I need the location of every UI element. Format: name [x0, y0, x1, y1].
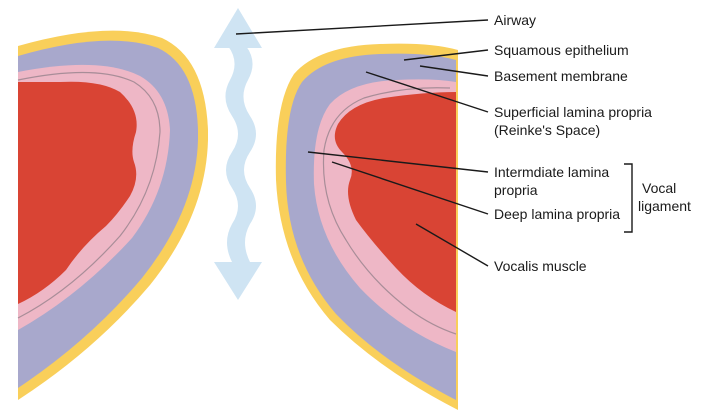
label-vocalis-muscle: Vocalis muscle — [494, 258, 587, 274]
left-vocalis-muscle — [18, 81, 137, 304]
label-superficial-lamina-propria: Superficial lamina propria — [494, 104, 652, 120]
leader-deep-lamina-propria — [331, 161, 489, 215]
label-vocal-ligament-1: Vocal — [642, 180, 676, 196]
leader-intermediate-lamina-propria — [307, 151, 489, 173]
leader-vocalis-muscle — [415, 223, 489, 267]
left-inner-line — [17, 71, 161, 319]
label-basement-membrane: Basement membrane — [494, 68, 628, 84]
right-vocalis-muscle — [334, 92, 456, 312]
airway-arrow-shaft — [225, 46, 256, 262]
airway-arrow-head-top — [214, 8, 262, 48]
label-intermediate-lamina-propria-1: Intermdiate lamina — [494, 164, 609, 180]
label-intermediate-lamina-propria-2: propria — [494, 182, 538, 198]
leader-basement-membrane — [419, 65, 489, 77]
vocal-ligament-bracket — [624, 163, 633, 233]
label-deep-lamina-propria: Deep lamina propria — [494, 206, 620, 222]
left-vocal-fold — [17, 30, 208, 401]
airway-arrow-head-bottom — [214, 262, 262, 300]
label-vocal-ligament-2: ligament — [638, 198, 691, 214]
labels: Airway Squamous epithelium Basement memb… — [494, 12, 691, 274]
leader-squamous-epithelium — [403, 49, 489, 61]
leader-lines — [235, 19, 633, 267]
airway-arrow — [214, 8, 262, 300]
leader-superficial-lamina-propria — [365, 71, 489, 113]
label-squamous-epithelium: Squamous epithelium — [494, 42, 629, 58]
label-reinkes-space: (Reinke's Space) — [494, 122, 600, 138]
right-vocal-fold — [275, 43, 458, 410]
leader-airway — [235, 19, 489, 35]
right-inner-line — [322, 87, 457, 335]
label-airway: Airway — [494, 12, 536, 28]
